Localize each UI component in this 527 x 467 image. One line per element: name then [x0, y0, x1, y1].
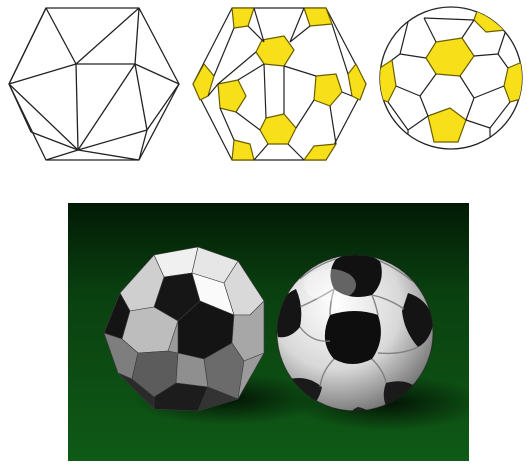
spherical-soccer-ball-drawing: [378, 4, 524, 152]
rendered-scene: [68, 203, 469, 461]
icosahedron-drawing: [6, 4, 180, 162]
rendered-scene-image: [68, 203, 469, 461]
truncated-icosahedron-drawing: [190, 4, 368, 162]
